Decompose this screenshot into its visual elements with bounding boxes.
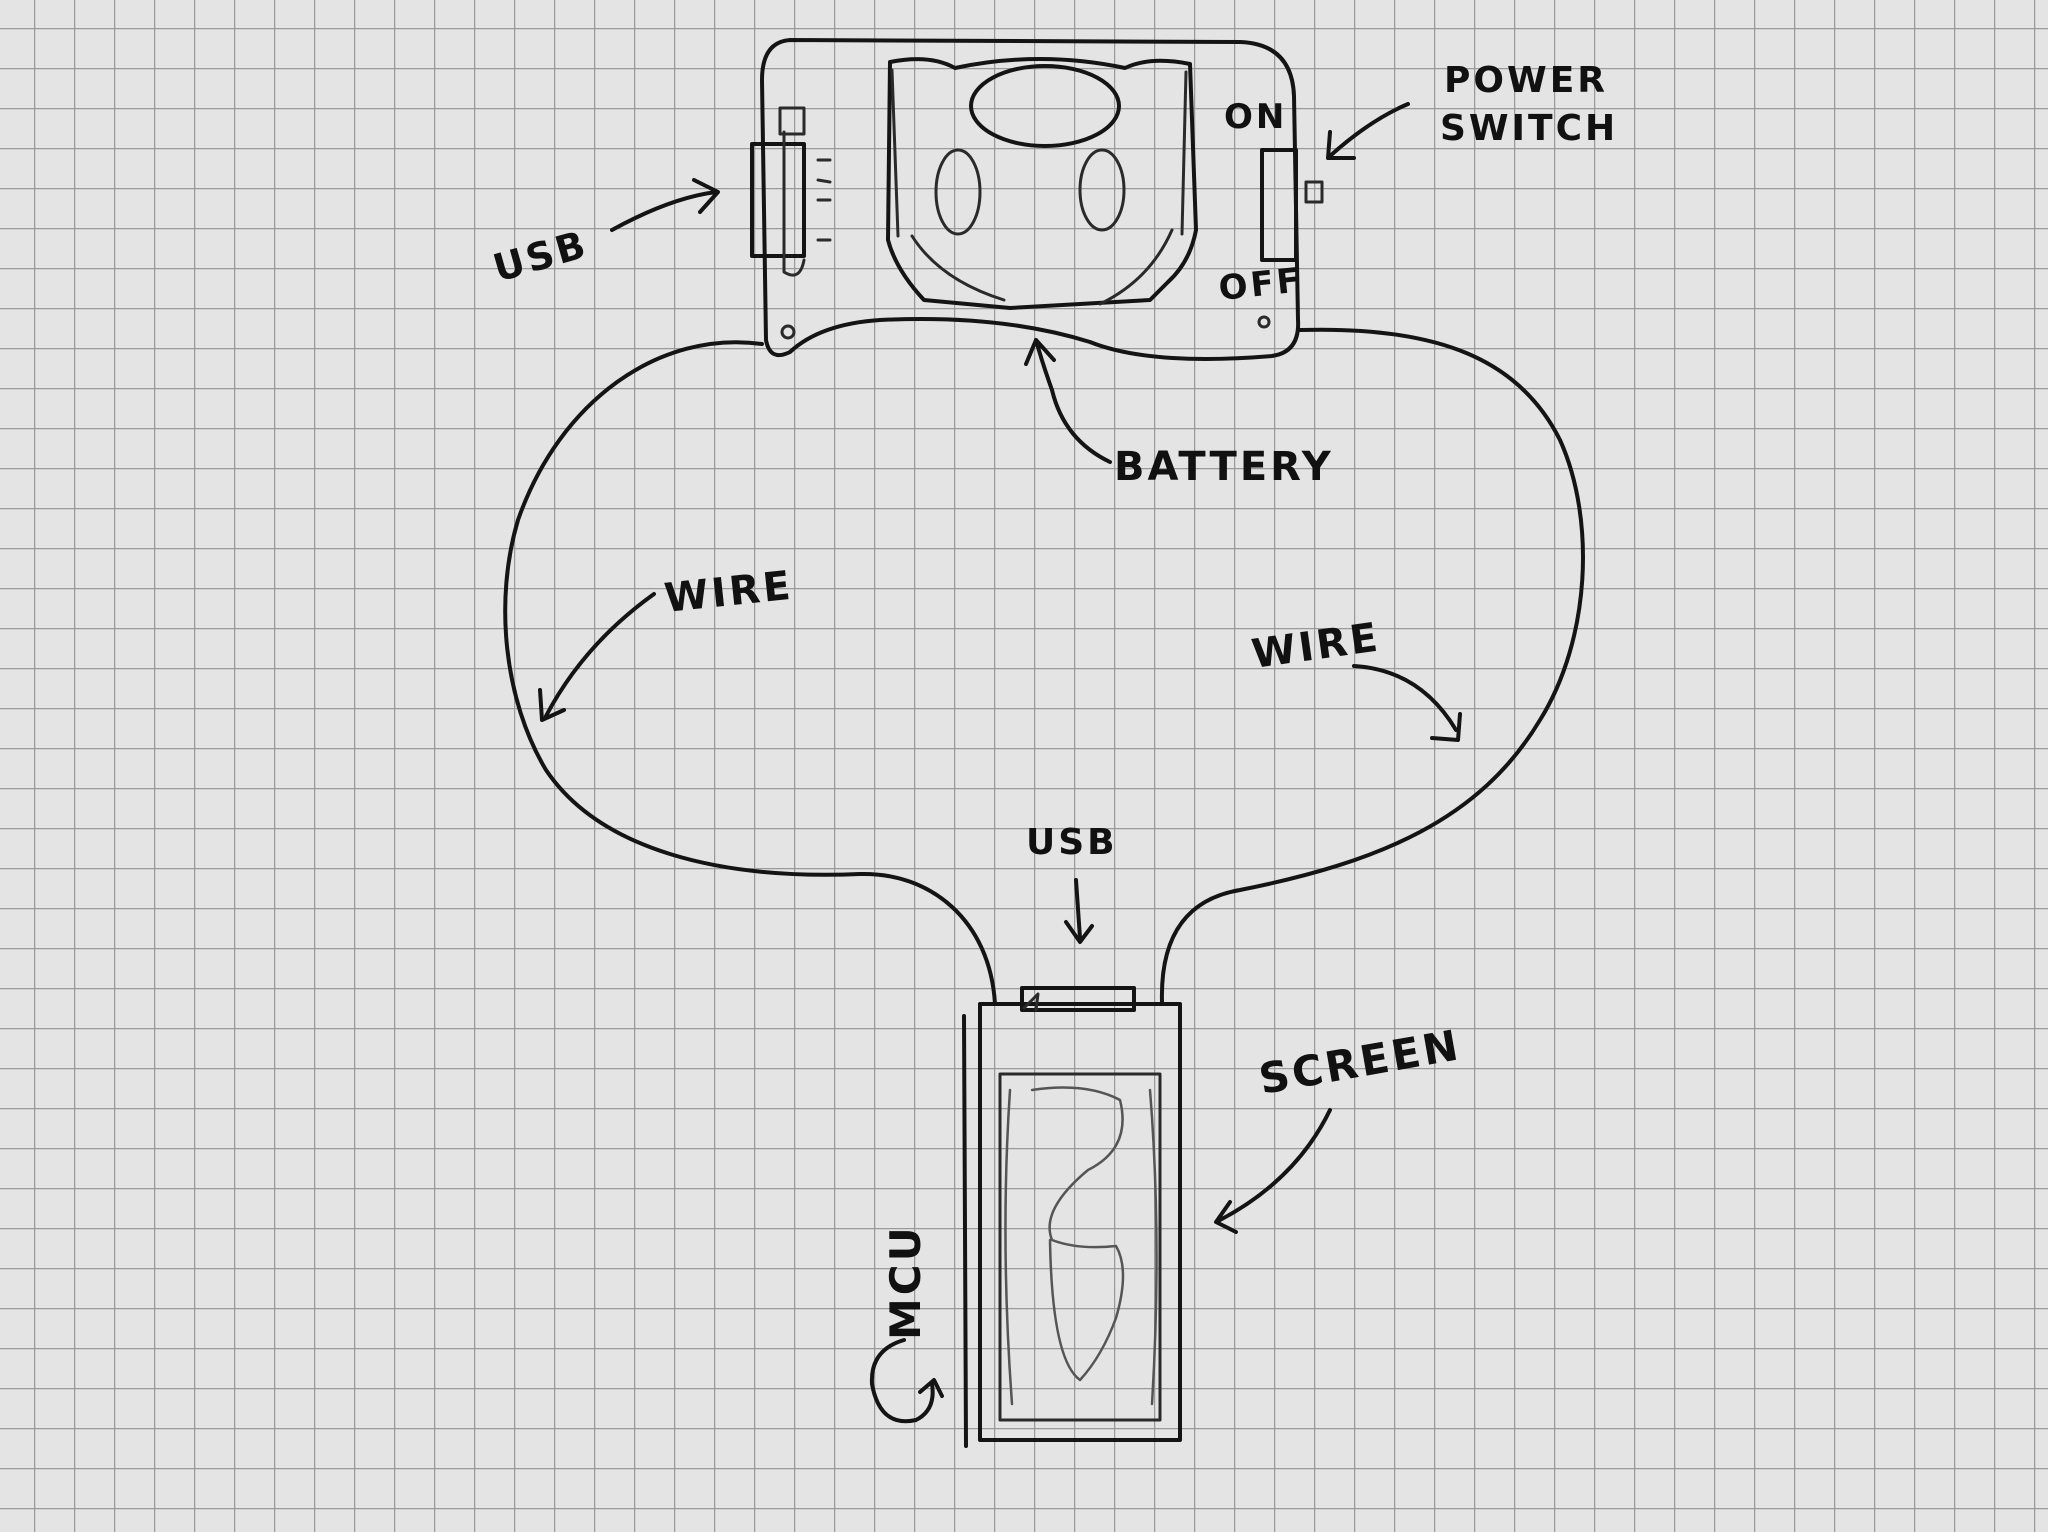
label-battery: BATTERY (1114, 444, 1334, 490)
power-switch-body (1260, 148, 1298, 262)
battery-holder-bottom-curve-right (1098, 228, 1174, 306)
label-power-line1: POWER (1444, 60, 1608, 101)
label-usb-bottom: USB (1026, 822, 1118, 863)
battery-holder-bottom-curve-left (910, 234, 1006, 302)
label-mcu: MCU (881, 1224, 930, 1340)
mcu-board (978, 1002, 1182, 1442)
label-off: OFF (1217, 260, 1305, 309)
battery-holder-clip-right (1180, 70, 1188, 236)
screen-outline (998, 1072, 1162, 1422)
battery-holder-clip-left (890, 68, 900, 238)
usb-connector-top-tab (778, 106, 806, 136)
mount-hole-left (780, 324, 796, 340)
battery-cell-right (1078, 148, 1126, 232)
battery-cell-left (934, 148, 982, 236)
power-board-outline (760, 38, 1301, 361)
arrow-screen (1214, 1108, 1332, 1234)
power-switch-knob (1304, 180, 1324, 204)
arrow-battery (1024, 338, 1112, 464)
usb-connector-top (750, 142, 806, 258)
arrow-power-switch (1326, 102, 1410, 160)
battery-top-ellipse (969, 64, 1121, 148)
arrow-wire-left (538, 592, 656, 722)
screen-frame-edge (1004, 1088, 1158, 1406)
arrow-wire-right (1352, 664, 1462, 742)
usb-connector-top-body (782, 130, 806, 277)
mcu-side-line (962, 1014, 968, 1448)
label-power-line2: SWITCH (1440, 108, 1618, 149)
usb-connector-bottom (1020, 986, 1136, 1012)
arrow-usb-top (610, 178, 720, 232)
usb-connector-bottom-detail (1022, 992, 1040, 1012)
arrow-usb-bottom (1064, 878, 1094, 944)
mount-hole-right (1257, 315, 1271, 329)
battery-holder (886, 57, 1198, 310)
usb-connector-top-pins (816, 158, 832, 242)
arrow-mcu (869, 1338, 944, 1424)
label-on: ON (1224, 97, 1287, 137)
screen-squiggle (1030, 1086, 1125, 1382)
wire-loop (503, 327, 1585, 1006)
